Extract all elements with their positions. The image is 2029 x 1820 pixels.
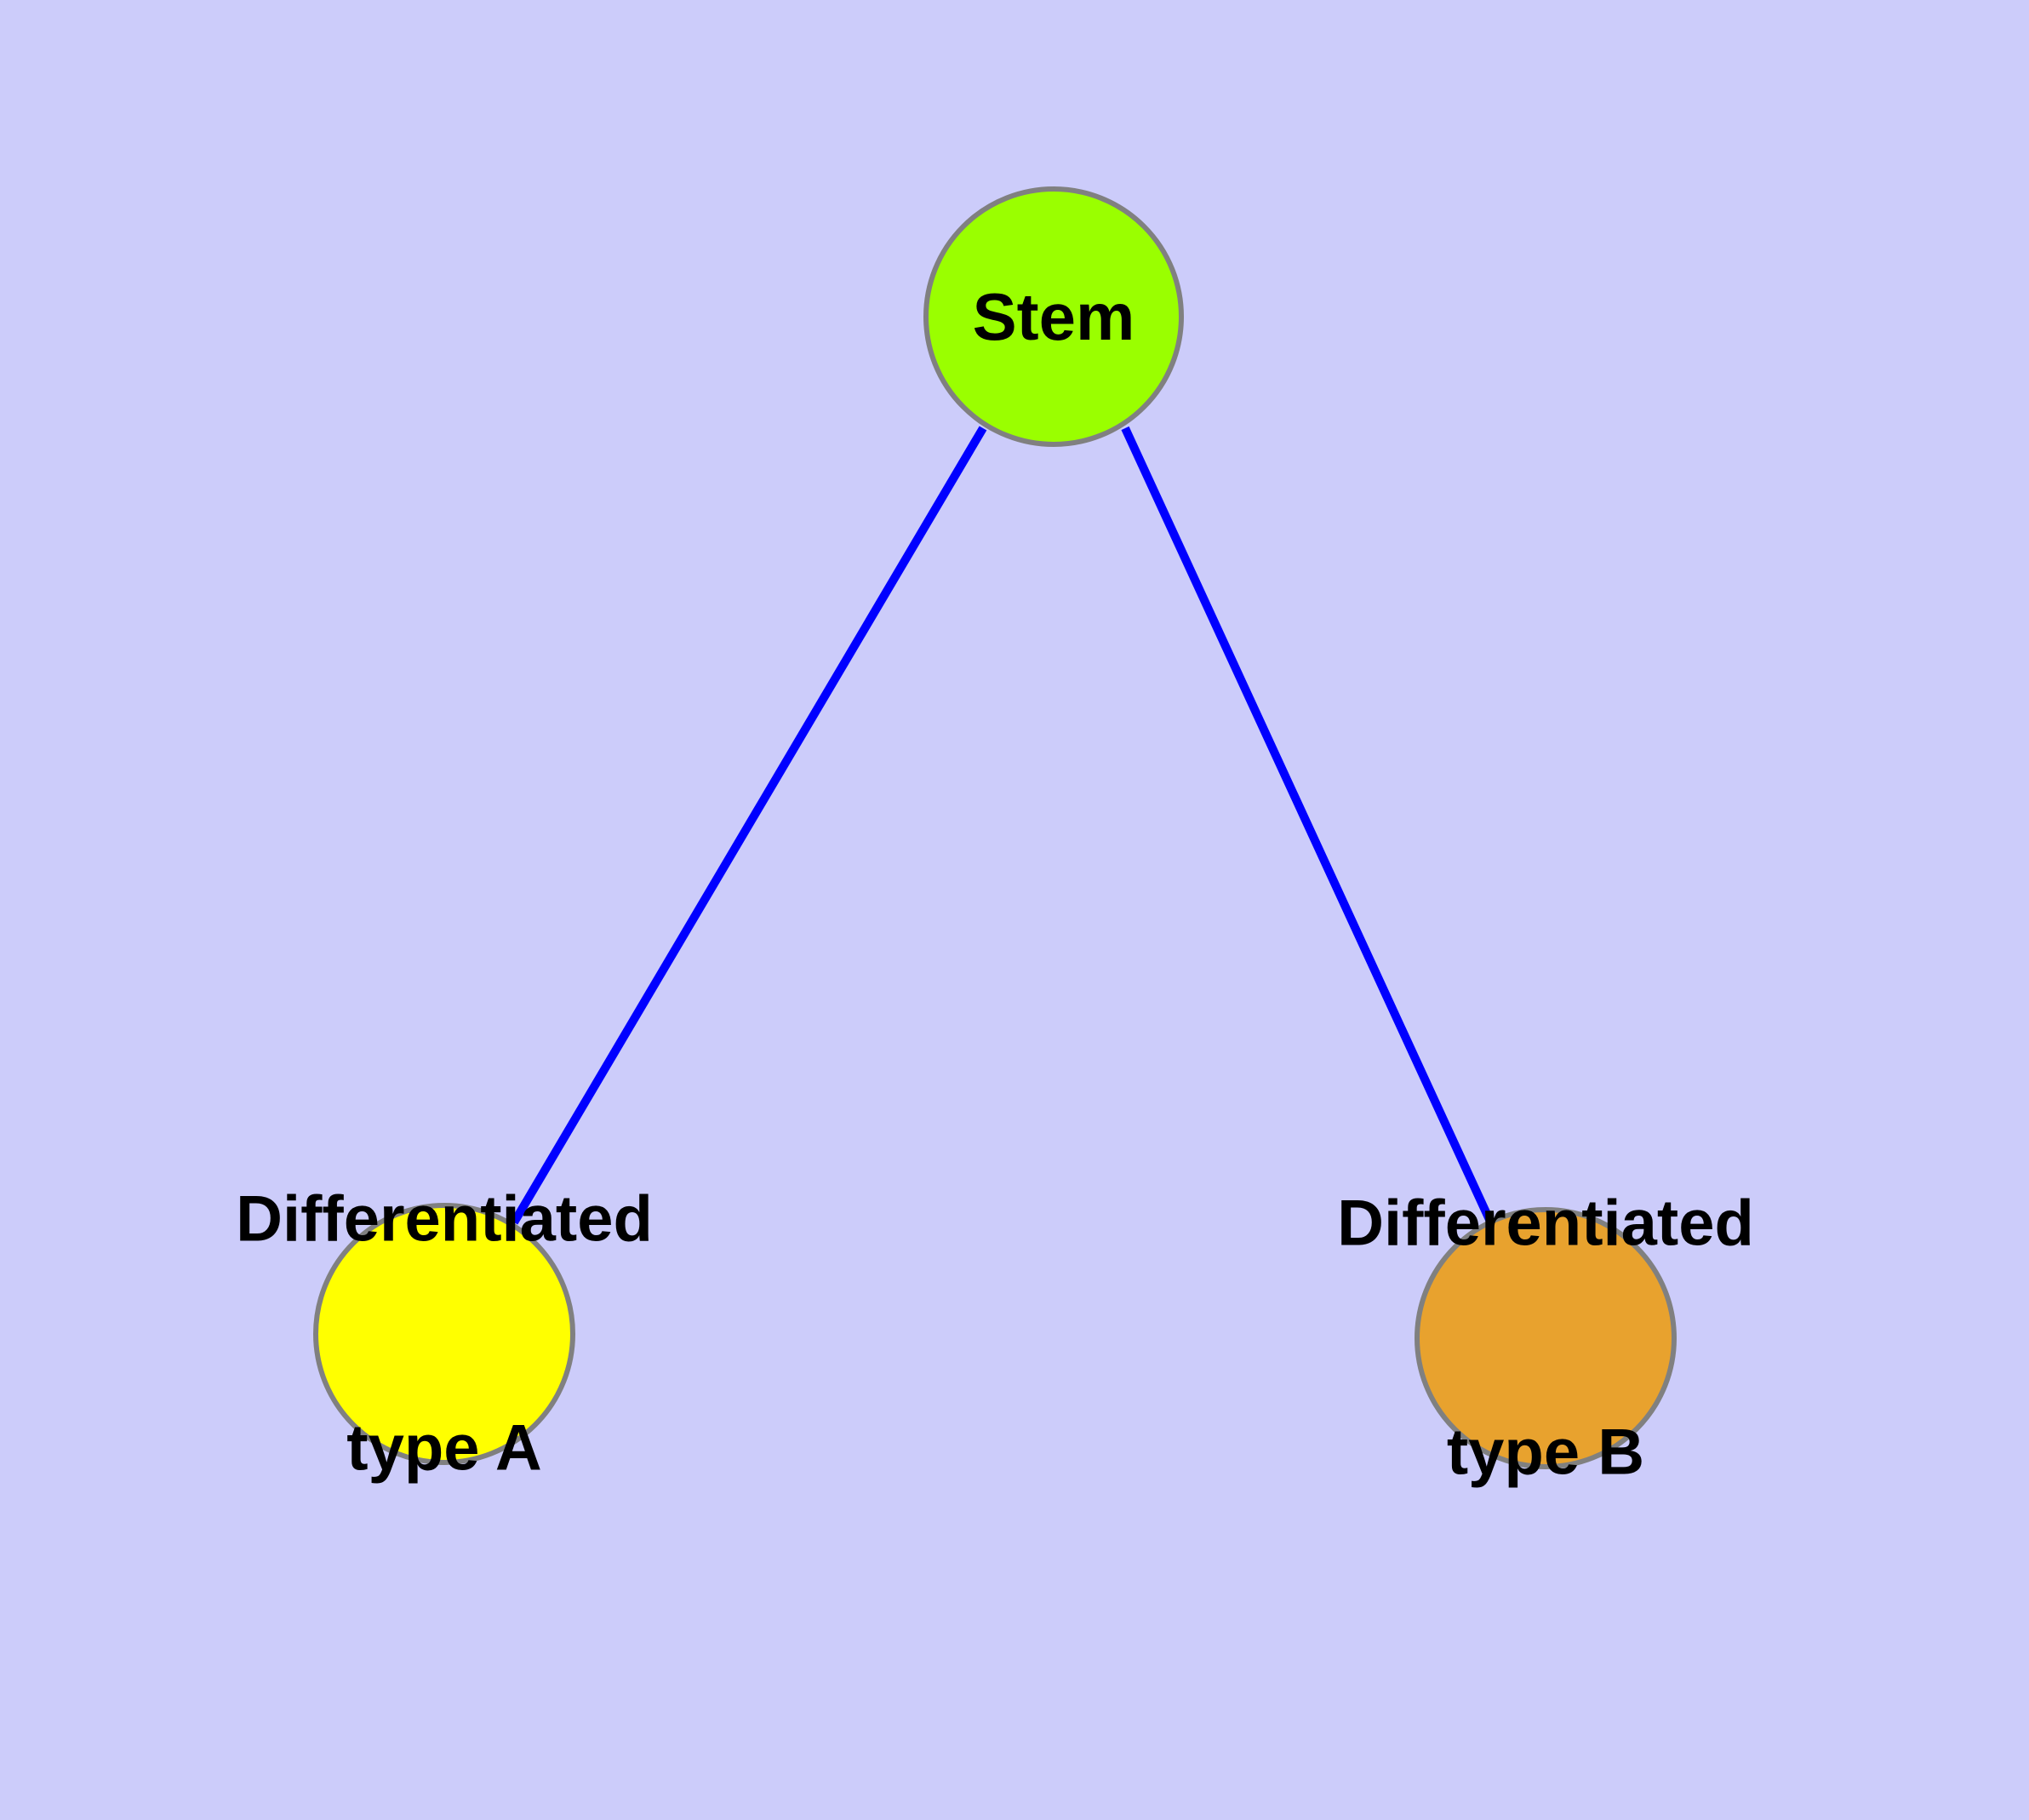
node-differentiated-type-a[interactable] <box>313 1203 575 1465</box>
node-stem[interactable] <box>923 186 1184 447</box>
edge-stem-to-differentiated-type-a[interactable] <box>510 426 987 1225</box>
edge-layer <box>510 426 1495 1226</box>
node-layer <box>313 186 1677 1469</box>
edge-stem-to-differentiated-type-b[interactable] <box>1121 426 1495 1226</box>
node-differentiated-type-b[interactable] <box>1415 1207 1677 1469</box>
